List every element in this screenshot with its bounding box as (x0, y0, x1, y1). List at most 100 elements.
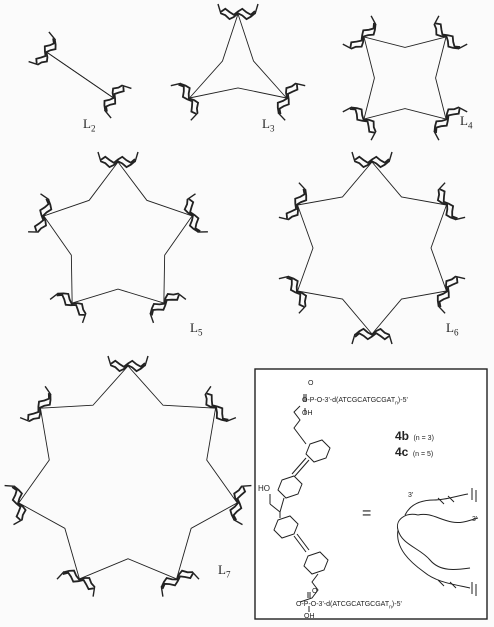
duplex-stub (108, 356, 111, 366)
macrocycle-L7 (5, 356, 252, 597)
compound-4c-row: 4c (n = 5) (395, 443, 433, 461)
duplex-unit (343, 16, 376, 49)
duplex-stub (145, 356, 148, 366)
linker-segment (72, 289, 164, 303)
linker-segment (40, 366, 128, 408)
duplex-stub (135, 152, 138, 162)
linker-segment (431, 205, 446, 291)
inset-border (255, 369, 487, 619)
macrocycle-L4 (343, 16, 467, 140)
duplex-unit (28, 194, 51, 232)
bottom-chain-label: O-P-O-3'-d(ATCGCATGCGATn)-5' (296, 601, 402, 610)
duplex-unit (29, 32, 56, 65)
duplex-strand (287, 189, 305, 219)
duplex-stub (218, 4, 221, 14)
duplex-unit (352, 152, 392, 167)
compound-4c: 4c (395, 445, 408, 459)
label-L6: L6 (446, 320, 458, 338)
duplex-unit (218, 4, 258, 19)
linker-segment (298, 162, 372, 205)
duplex-3prime-end-a: 3' (408, 492, 413, 499)
duplex-stub (105, 110, 112, 118)
duplex-unit (150, 293, 186, 323)
duplex-stub (187, 194, 196, 200)
label-L7: L7 (218, 562, 230, 580)
label-L2: L2 (83, 116, 95, 134)
duplex-unit (171, 83, 198, 120)
duplex-stub (389, 152, 392, 162)
duplex-unit (438, 183, 465, 220)
linker-segment (238, 14, 286, 98)
linker-segment (44, 216, 72, 303)
duplex-unit (352, 329, 392, 344)
duplex-stub (438, 306, 445, 314)
duplex-stub (299, 183, 306, 191)
duplex-stub (352, 152, 355, 162)
linker-segment (364, 37, 374, 119)
linker-segment (79, 559, 176, 579)
duplex-strand (28, 393, 49, 420)
duplex-strand (440, 277, 458, 307)
duplex-stub (57, 572, 64, 580)
duplex-stub (389, 334, 392, 344)
duplex-unit (279, 183, 306, 220)
bottom-oxo-label: O (312, 588, 317, 595)
duplex-unit (279, 276, 306, 313)
duplex-unit (20, 386, 51, 421)
linker-segment (372, 162, 446, 205)
duplex-stub (98, 152, 101, 162)
duplex-unit (98, 152, 138, 167)
linker-segment (207, 408, 237, 503)
ho-label: HO (258, 484, 270, 493)
duplex-3prime-end-b: 3' (472, 516, 477, 523)
macrocycle-L2 (29, 32, 132, 118)
duplex-stub (241, 486, 251, 487)
duplex-stub (233, 520, 242, 525)
equals-sign: = (362, 505, 371, 523)
duplex-strand (280, 84, 298, 114)
duplex-stub (278, 113, 285, 121)
duplex-unit (205, 386, 236, 421)
macrocycle-L5 (28, 152, 208, 323)
linker-segment (190, 14, 238, 98)
linker-segment (44, 162, 118, 216)
compound-4c-condition: (n = 5) (413, 451, 433, 458)
linker-segment (436, 37, 446, 119)
linker-segment (19, 503, 80, 579)
duplex-unit (438, 276, 465, 313)
linker-segment (118, 162, 192, 216)
linker-segment (372, 291, 446, 334)
duplex-strand (57, 295, 85, 315)
duplex-strand (106, 86, 124, 111)
linker-segment (298, 205, 313, 291)
linker-segment (190, 88, 287, 98)
label-L5: L5 (190, 320, 202, 338)
duplex-stub (352, 334, 355, 344)
duplex-unit (108, 356, 148, 371)
macrocycle-L3 (171, 4, 305, 120)
linker-segment (19, 408, 49, 503)
label-L3: L3 (262, 116, 274, 134)
duplex-stub (192, 572, 199, 580)
duplex-strand (36, 38, 54, 63)
inset-panel (255, 369, 487, 619)
top-chain-label: O-P-O-3'-d(ATCGCATGCGATn)-5' (302, 397, 408, 406)
label-L4: L4 (460, 113, 472, 131)
duplex-unit (278, 83, 305, 120)
top-oh-label: OH (302, 410, 313, 417)
duplex-unit (104, 85, 131, 118)
compound-4b-condition: (n = 3) (413, 435, 433, 442)
duplex-stub (41, 194, 50, 200)
duplex-stub (49, 32, 56, 40)
duplex-stub (255, 4, 258, 14)
compound-4b: 4b (395, 429, 409, 443)
duplex-unit (185, 194, 208, 232)
top-oxo-label: O (308, 380, 313, 387)
linker-segment (47, 52, 113, 97)
linker-segment (164, 216, 192, 303)
linker-segment (128, 366, 216, 408)
bottom-oh-label: OH (304, 613, 315, 620)
duplex-unit (50, 293, 86, 323)
